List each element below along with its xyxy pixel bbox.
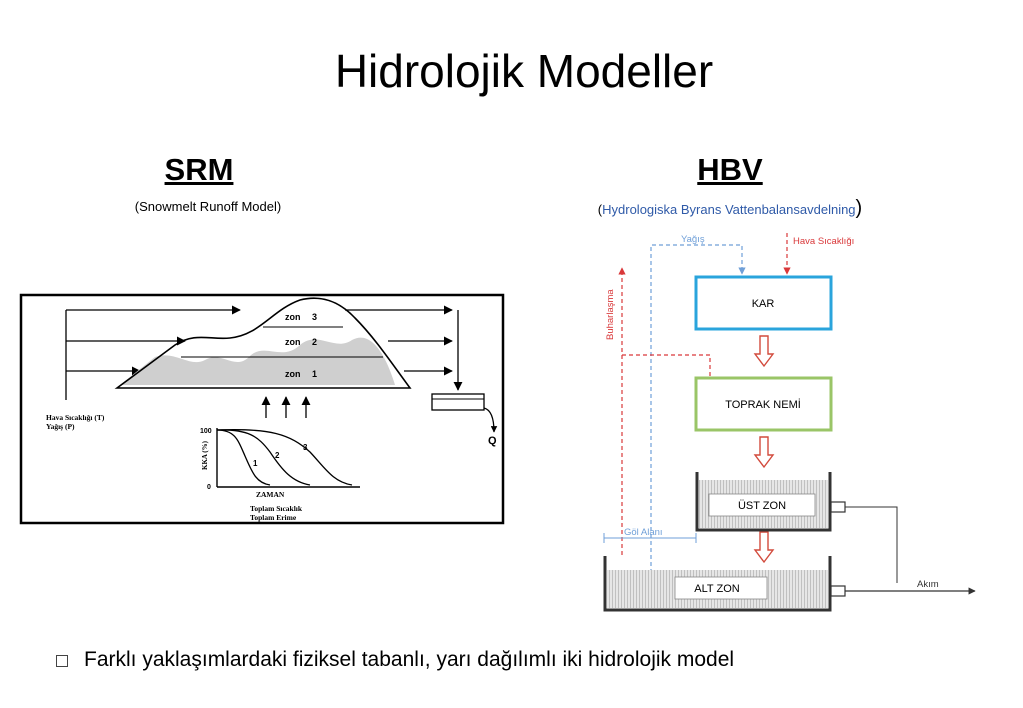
hbv-subtitle-close: ) (855, 197, 863, 219)
srm-chart-ylabel: KKA (%) (201, 440, 209, 470)
srm-zone1-num: 1 (312, 369, 317, 379)
srm-heading: SRM (164, 152, 234, 187)
srm-zone1-label: zon (285, 369, 301, 379)
hbv-lake-label: Göl Alanı (624, 527, 663, 538)
srm-zone3-label: zon (285, 312, 301, 322)
srm-frame (19, 293, 505, 525)
bullet-square-icon (56, 655, 68, 667)
srm-curve-1 (216, 429, 271, 486)
hbv-evap-lines (618, 267, 711, 555)
hbv-subtitle-text: Hydrologiska Byrans Vattenbalansavdelnin… (602, 202, 856, 217)
slide-title: Hidrolojik Modeller (334, 45, 714, 97)
srm-curve-label-3: 3 (303, 443, 308, 452)
srm-curve-label-2: 2 (275, 451, 280, 460)
hbv-subtitle-open: ( (597, 202, 603, 217)
bullet-item: Farklı yaklaşımlardaki fiziksel tabanlı,… (56, 648, 996, 672)
hbv-flow-label: Akım (917, 579, 939, 590)
srm-input-temp-label: Hava Sıcaklığı (T) (46, 413, 105, 422)
srm-zone2-label: zon (285, 337, 301, 347)
srm-chart-xlabel: ZAMAN (256, 490, 285, 499)
srm-chart-caption-1: Toplam Sıcaklık (250, 504, 303, 513)
srm-chart-ytick-100: 100 (200, 428, 212, 435)
srm-input-precip-label: Yağış (P) (46, 422, 75, 431)
hbv-flow-arrows (753, 335, 775, 564)
hbv-box-lower-label: ALT ZON (694, 583, 739, 595)
srm-mountain-snow (120, 337, 395, 385)
srm-curve-2 (216, 429, 311, 486)
hbv-precip-label: Yağış (681, 234, 705, 245)
hbv-upper-tank (695, 472, 898, 583)
hbv-box-soil (694, 376, 833, 432)
hbv-evap-label: Buharlaşma (605, 289, 616, 340)
hbv-temp-label: Hava Sıcaklığı (793, 236, 854, 247)
srm-curve-3 (216, 429, 353, 486)
srm-curve-label-1: 1 (253, 459, 258, 468)
hbv-lower-tank (603, 556, 976, 612)
srm-outflow-arrows (345, 305, 463, 391)
srm-chart-ytick-0: 0 (207, 484, 211, 491)
hbv-box-snow-label: KAR (752, 298, 775, 310)
srm-outflow-q: Q (488, 435, 497, 447)
hbv-box-snow (694, 275, 833, 331)
srm-subtitle: (Snowmelt Runoff Model) (134, 199, 282, 214)
srm-depletion-chart (216, 428, 360, 488)
hbv-subtitle: (Hydrologiska Byrans Vattenbalansavdelni… (560, 197, 900, 220)
hbv-lake-dim (603, 533, 697, 543)
hbv-heading: HBV (697, 152, 763, 187)
srm-reservoir (431, 393, 498, 433)
hbv-box-soil-label: TOPRAK NEMİ (725, 398, 801, 411)
hbv-precip-lines (650, 244, 746, 580)
srm-chart-caption-2: Toplam Erime (250, 513, 297, 522)
srm-melt-arrows (261, 396, 311, 418)
srm-zone3-num: 3 (312, 312, 317, 322)
srm-mountain-outline (114, 297, 412, 389)
srm-zone2-num: 2 (312, 337, 317, 347)
srm-inflow-arrows (65, 305, 241, 400)
hbv-box-upper-label: ÜST ZON (738, 500, 786, 512)
bullet-text: Farklı yaklaşımlardaki fiziksel tabanlı,… (84, 648, 735, 671)
